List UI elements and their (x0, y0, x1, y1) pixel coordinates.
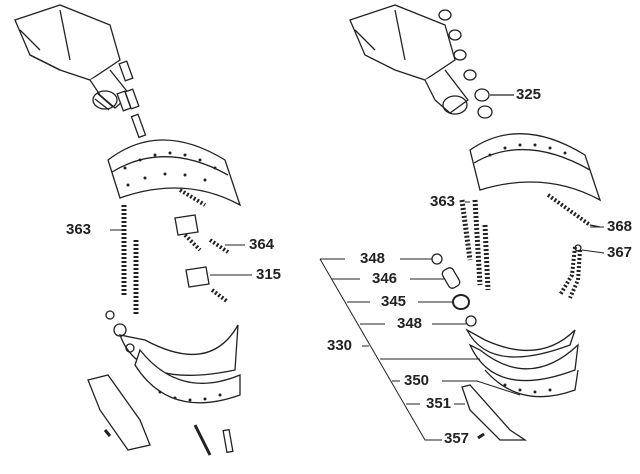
left-spindle-housing (14, 4, 131, 111)
label-325: 325 (514, 86, 544, 103)
label-315: 315 (254, 266, 284, 283)
label-357: 357 (442, 430, 472, 447)
left-pins (116, 60, 147, 139)
label-351: 351 (424, 395, 454, 412)
left-clips-315 (174, 214, 210, 288)
right-lower-brake-shoe (465, 328, 579, 398)
left-lower-brake-shoe (105, 310, 241, 404)
right-small-parts (431, 253, 477, 327)
right-springs-363 (459, 199, 491, 291)
label-330: 330 (325, 337, 355, 354)
right-upper-brake-shoe (469, 133, 602, 202)
label-350: 350 (402, 372, 432, 389)
right-spring-368 (546, 193, 601, 228)
right-spring-367 (558, 244, 582, 299)
leader-lines (110, 201, 605, 441)
label-348-bottom: 348 (395, 315, 425, 332)
label-363-left: 363 (64, 221, 94, 238)
left-lining (87, 374, 151, 451)
left-springs-363 (121, 205, 139, 315)
left-anchor-pins (193, 424, 234, 456)
left-upper-brake-shoe (107, 139, 242, 207)
label-367: 367 (605, 244, 635, 261)
label-345: 345 (379, 293, 409, 310)
right-seals-325 (438, 9, 515, 119)
left-springs-364 (178, 188, 230, 304)
right-spindle-housing (349, 4, 469, 115)
label-346: 346 (370, 270, 400, 287)
label-363-right: 363 (428, 193, 458, 210)
right-lining-351 (461, 384, 528, 441)
label-348-top: 348 (358, 250, 388, 267)
label-364: 364 (247, 236, 277, 253)
label-368: 368 (605, 218, 635, 235)
